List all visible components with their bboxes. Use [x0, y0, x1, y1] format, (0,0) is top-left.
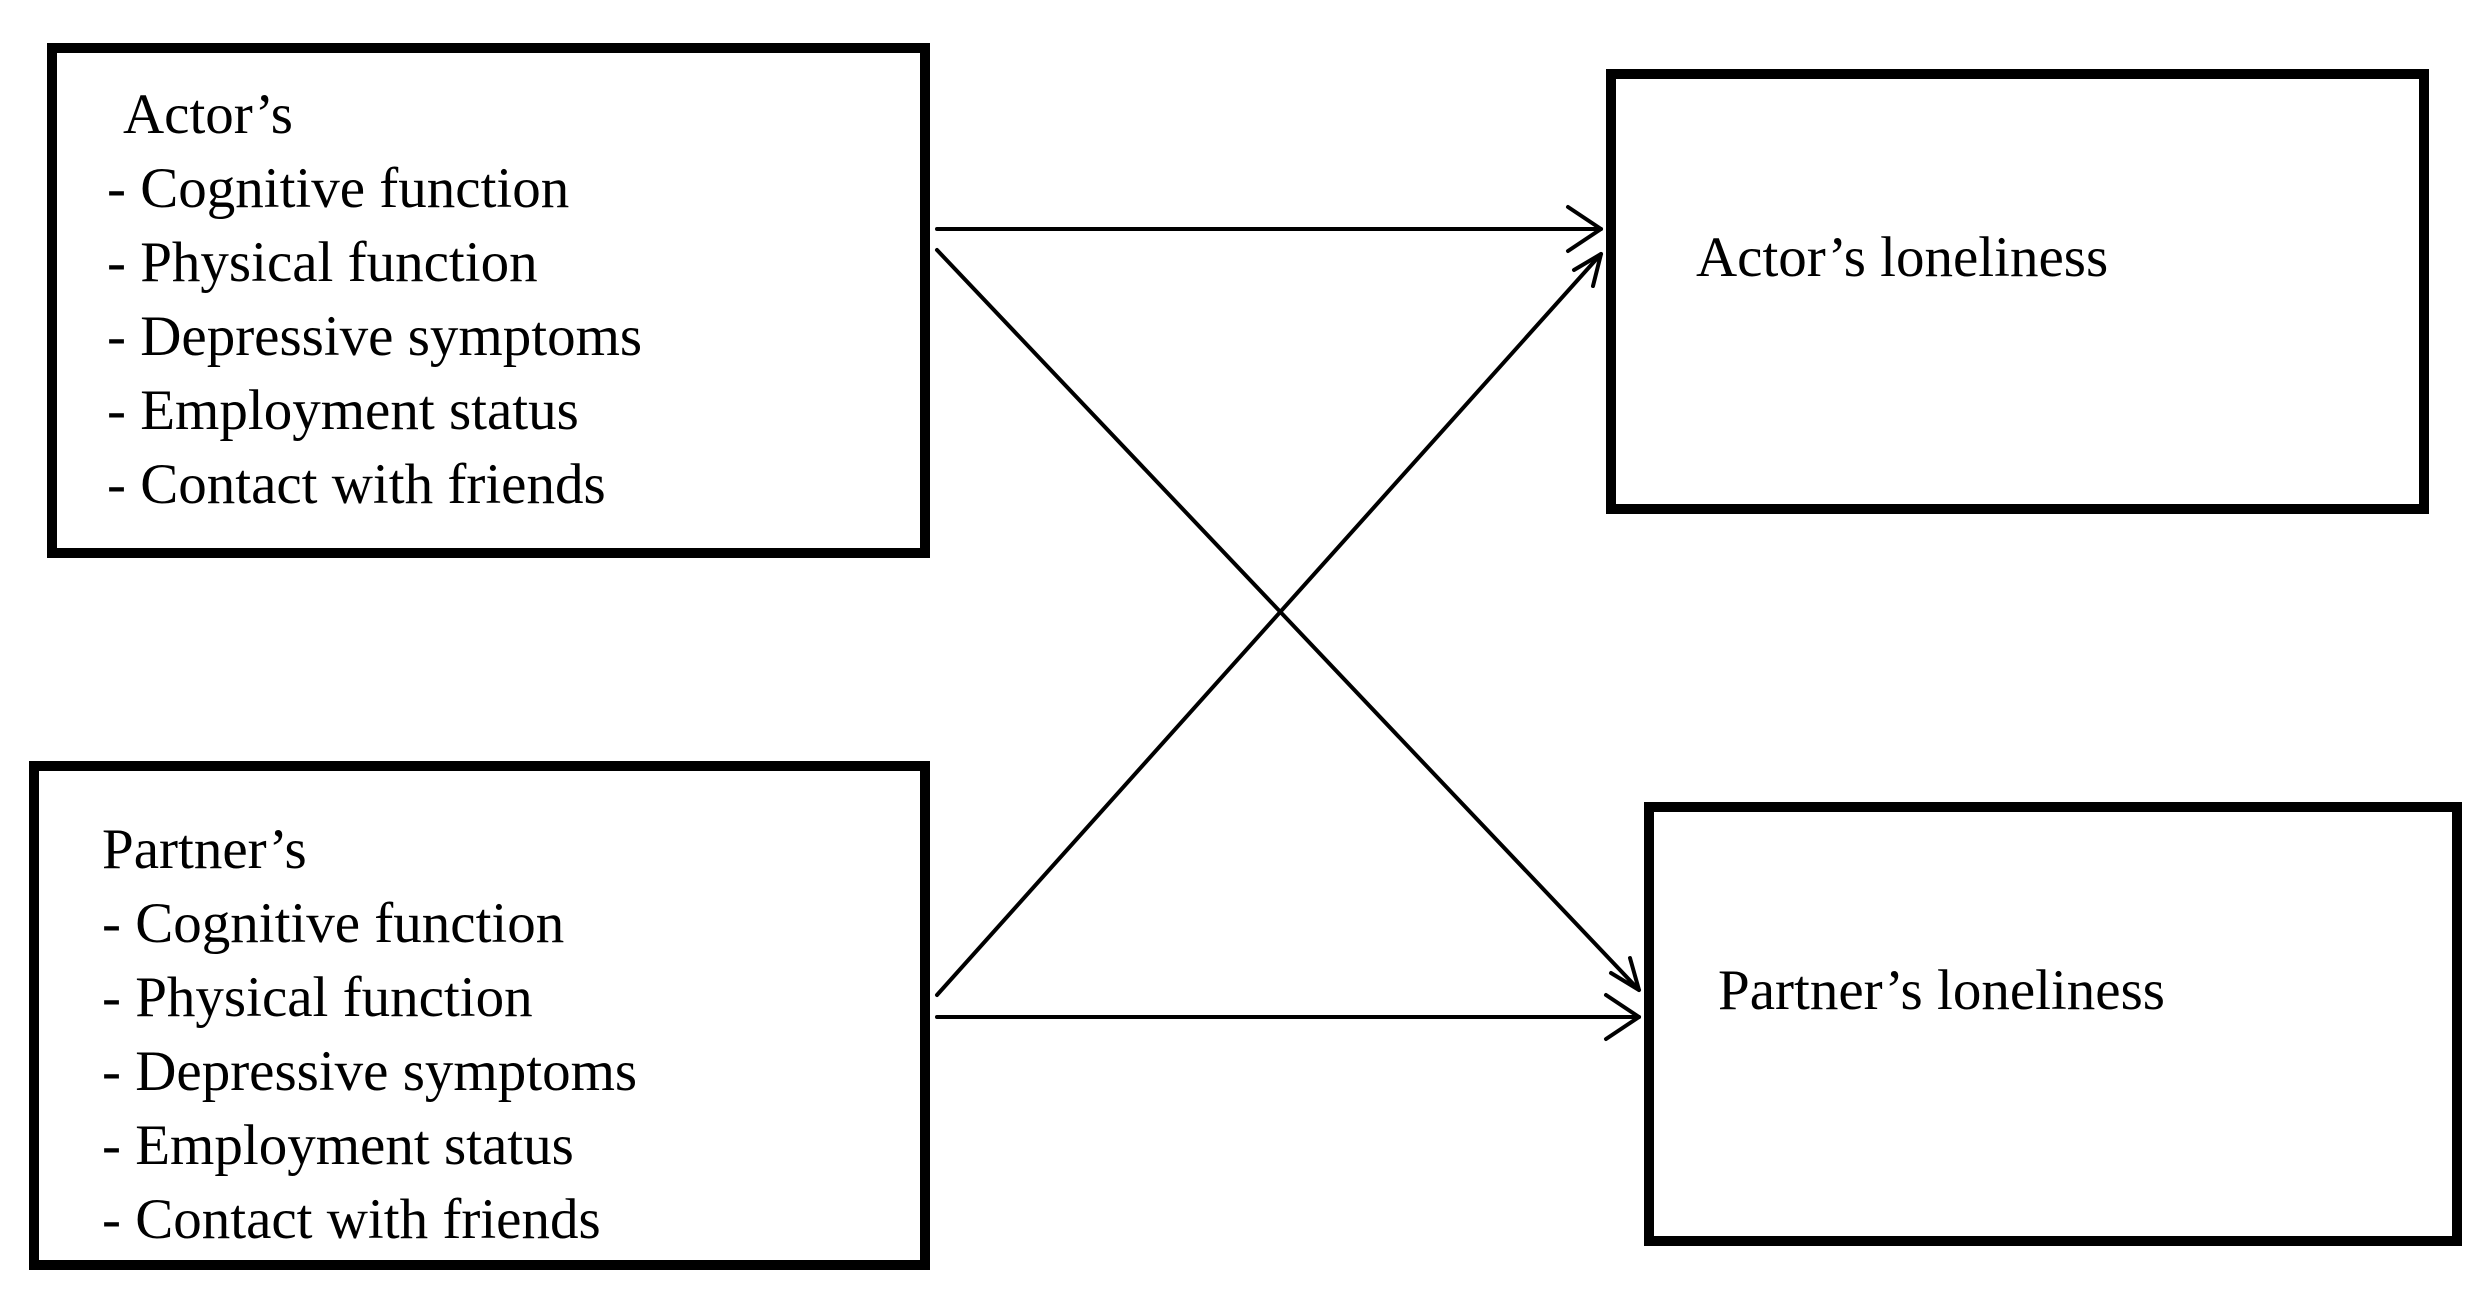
actor-predictor-item: - Depressive symptoms	[107, 305, 643, 368]
partner-predictor-item: - Cognitive function	[102, 892, 565, 955]
partner-loneliness-label: Partner’s loneliness	[1718, 959, 2165, 1022]
partner-predictor-item: - Physical function	[102, 966, 533, 1029]
arrow-partner-to-actor-loneliness	[935, 252, 1603, 997]
partner-predictor-item: - Contact with friends	[102, 1188, 601, 1251]
partner-predictor-item: - Depressive symptoms	[102, 1040, 638, 1103]
actor-predictor-item: - Cognitive function	[107, 157, 570, 220]
arrow-actor-to-actor-loneliness	[935, 205, 1603, 253]
actor-predictor-item: - Contact with friends	[107, 453, 606, 516]
actor-predictors-box: Actor’s - Cognitive function - Physical …	[47, 43, 930, 558]
actor-predictor-list: Actor’s - Cognitive function - Physical …	[107, 78, 642, 522]
arrow-actor-to-partner-loneliness	[935, 248, 1641, 992]
partner-predictors-heading: Partner’s	[102, 818, 307, 881]
arrow-partner-to-partner-loneliness	[935, 993, 1641, 1041]
actor-loneliness-label: Actor’s loneliness	[1696, 226, 2109, 289]
partner-predictor-item: - Employment status	[102, 1114, 574, 1177]
actor-loneliness-box: Actor’s loneliness	[1606, 69, 2429, 514]
partner-predictor-list: Partner’s - Cognitive function - Physica…	[102, 813, 637, 1257]
partner-loneliness-box: Partner’s loneliness	[1644, 802, 2462, 1246]
partner-predictors-box: Partner’s - Cognitive function - Physica…	[29, 761, 930, 1270]
actor-predictors-heading: Actor’s	[123, 83, 293, 146]
actor-predictor-item: - Physical function	[107, 231, 538, 294]
actor-predictor-item: - Employment status	[107, 379, 579, 442]
